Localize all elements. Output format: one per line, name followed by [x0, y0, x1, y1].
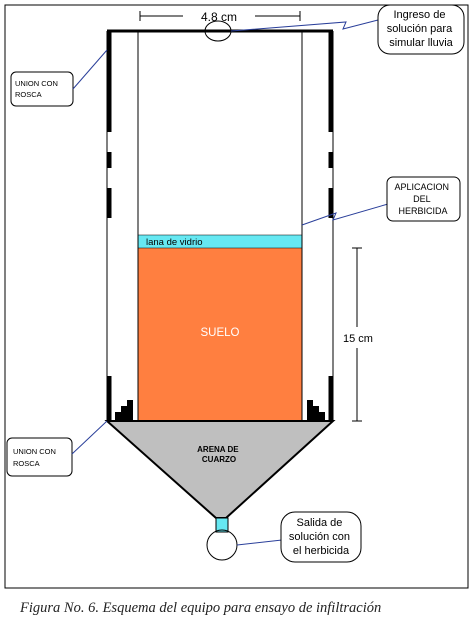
union-bottom-leader	[71, 420, 108, 455]
outlet-tube	[215, 517, 229, 533]
outlet-callout	[280, 511, 362, 563]
figure-frame	[4, 4, 469, 589]
union-bottom-callout	[6, 437, 73, 477]
support-left	[115, 400, 133, 421]
side-dimension-label: 15 cm	[343, 333, 373, 345]
top-dimension	[139, 11, 301, 21]
outlet-leader	[236, 539, 283, 546]
outer-walls	[106, 31, 334, 421]
outlet-circle	[206, 529, 238, 561]
herbicide-text: APLICACION DEL HERBICIDA	[394, 182, 451, 216]
union-top-callout	[10, 71, 74, 107]
soil-layer	[138, 248, 302, 421]
soil-label: SUELO	[201, 327, 240, 339]
outlet-text: Salida de solución con el herbicida	[289, 517, 353, 557]
support-right	[307, 400, 325, 421]
herbicide-callout	[386, 176, 461, 222]
outer-walls-thin	[106, 31, 334, 421]
side-dimension	[352, 247, 362, 422]
rain-inlet-callout	[377, 4, 465, 55]
inner-walls	[137, 31, 303, 421]
herbicide-leader	[301, 203, 389, 226]
union-bottom-text: UNION CON ROSCA	[13, 447, 58, 468]
union-top-leader	[72, 49, 108, 90]
inlet-leader	[230, 19, 379, 32]
sand-label: ARENA DE CUARZO	[197, 445, 241, 464]
union-top-text: UNION CON ROSCA	[15, 79, 60, 99]
rain-inlet-text: Ingreso de solución para simular lluvia	[387, 9, 456, 49]
sand-funnel	[104, 420, 336, 519]
figure-caption: Figura No. 6. Esquema del equipo para en…	[20, 600, 382, 616]
glass-wool-label: lana de vidrio	[146, 237, 203, 248]
top-dimension-label: 4.8 cm	[201, 10, 237, 24]
